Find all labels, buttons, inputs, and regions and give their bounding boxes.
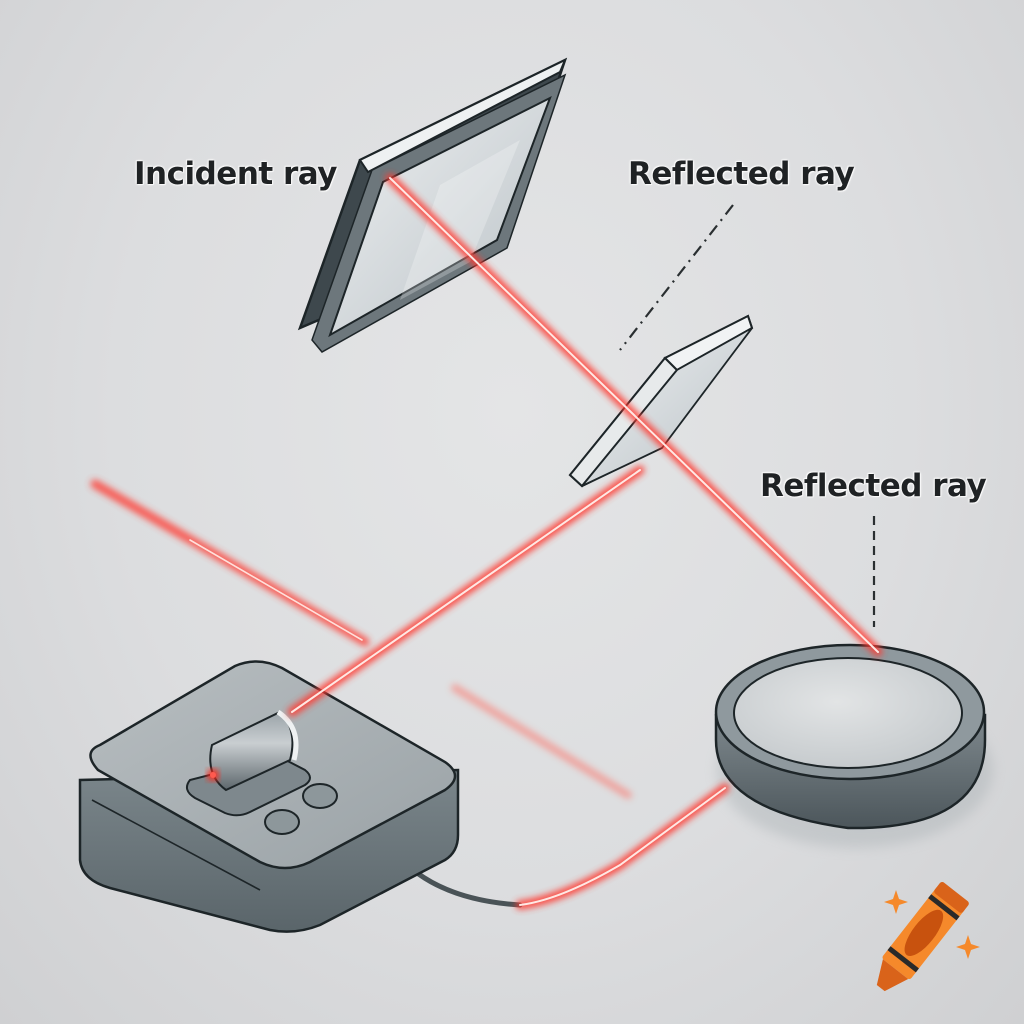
reflected-ray-label-top: Reflected ray (628, 156, 855, 192)
crayon-logo-icon (876, 882, 969, 992)
round-target (714, 643, 993, 848)
incident-ray-label: Incident ray (134, 156, 337, 192)
sparkle-icon (956, 935, 980, 959)
large-mirror (297, 57, 568, 353)
small-mirror (568, 314, 754, 488)
leader-line-top (619, 204, 734, 351)
laser-source-box (78, 660, 460, 933)
button-b (302, 783, 338, 809)
laser-beams (90, 173, 883, 910)
button-a (264, 809, 300, 835)
sparkle-icon (884, 890, 908, 914)
reflected-ray-label-right: Reflected ray (760, 468, 987, 504)
